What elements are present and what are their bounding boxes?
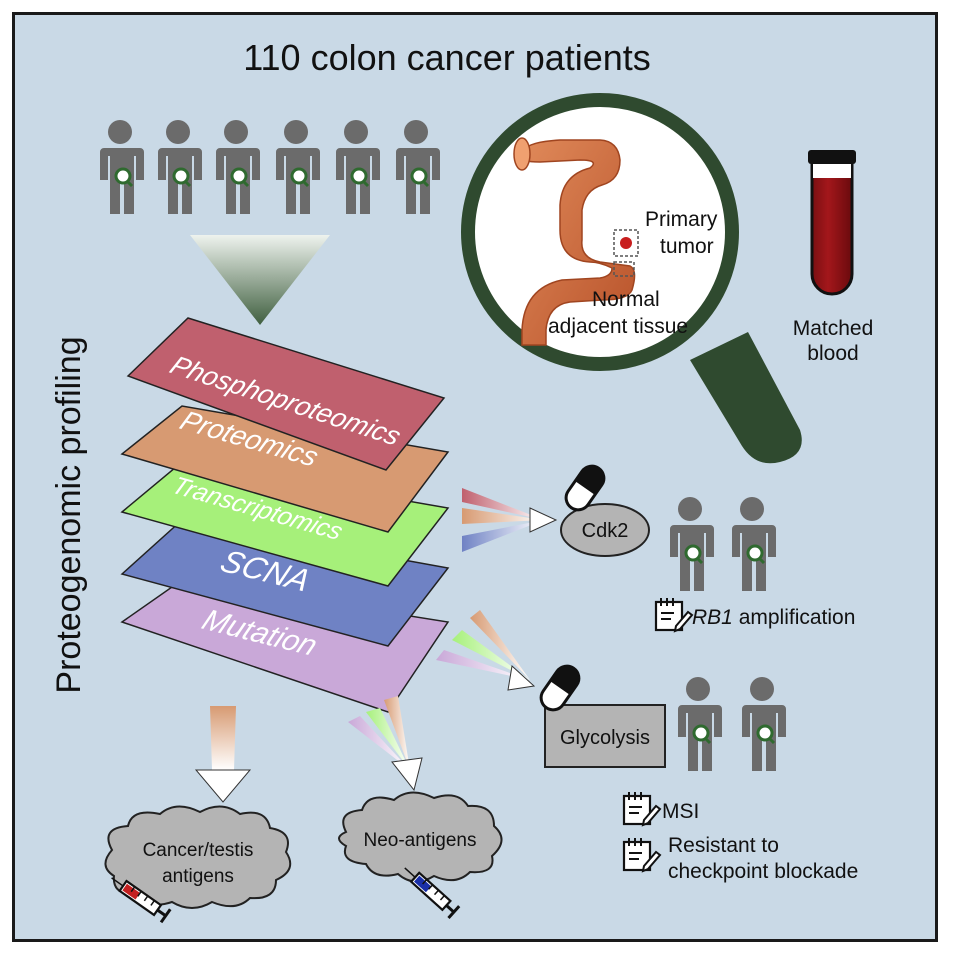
phosphoproteomics-layer bbox=[126, 317, 446, 471]
scna-layer bbox=[120, 519, 450, 647]
cancer-testis-label-line1: Cancer/testis bbox=[143, 840, 254, 861]
neoantigen-arrow bbox=[348, 696, 423, 792]
note-icon bbox=[654, 596, 694, 633]
note-icon bbox=[622, 836, 662, 873]
patient-icon bbox=[730, 495, 778, 593]
cdk2-label: Cdk2 bbox=[582, 520, 629, 542]
patient-icon bbox=[98, 118, 146, 216]
neo-antigens-cloud bbox=[338, 791, 503, 883]
patient-icon bbox=[676, 675, 724, 773]
omics-layer-stack bbox=[120, 317, 450, 713]
blood-label-line2: blood bbox=[807, 342, 858, 365]
primary-tumor-label-line1: Primary bbox=[645, 208, 718, 231]
proteomics-layer bbox=[120, 405, 450, 533]
proteogenomic-profiling-label: Proteogenomic profiling bbox=[50, 336, 88, 693]
blood-label-line1: Matched bbox=[793, 317, 874, 340]
cancer-testis-label-line2: antigens bbox=[162, 866, 234, 887]
glycolysis-label: Glycolysis bbox=[560, 727, 650, 749]
patient-icon bbox=[740, 675, 788, 773]
patient-icon bbox=[274, 118, 322, 216]
normal-tissue-label-line2: adjacent tissue bbox=[548, 315, 688, 338]
cancer-testis-arrow bbox=[194, 706, 252, 803]
patient-icon bbox=[334, 118, 382, 216]
resistant-note-line2: checkpoint blockade bbox=[668, 860, 858, 883]
blood-tube-icon bbox=[808, 150, 856, 296]
patient-cohort bbox=[98, 118, 442, 216]
main-title: 110 colon cancer patients bbox=[243, 37, 651, 78]
normal-tissue-label-line1: Normal bbox=[592, 288, 660, 311]
cdk2-target bbox=[560, 503, 650, 557]
patient-icon bbox=[214, 118, 262, 216]
rb1-gene-name: RB1 bbox=[692, 606, 733, 629]
patient-icon bbox=[668, 495, 716, 593]
glycolysis-convergence-arrow bbox=[436, 610, 536, 691]
funnel-arrow-icon bbox=[190, 235, 330, 325]
cdk2-convergence-arrow bbox=[462, 488, 558, 552]
colon-illustration bbox=[513, 137, 639, 346]
resistant-note-line1: Resistant to bbox=[668, 834, 779, 857]
patient-icon bbox=[156, 118, 204, 216]
rb1-amplification-text: amplification bbox=[733, 606, 856, 629]
patient-icon bbox=[394, 118, 442, 216]
rb1-amplification-note: RB1 amplification bbox=[692, 606, 855, 629]
primary-tumor-label-line2: tumor bbox=[660, 235, 714, 258]
note-icon bbox=[622, 790, 662, 827]
msi-note: MSI bbox=[662, 800, 699, 823]
transcriptomics-layer bbox=[120, 461, 450, 587]
neo-antigens-label: Neo-antigens bbox=[363, 830, 476, 851]
glycolysis-target bbox=[544, 704, 666, 768]
